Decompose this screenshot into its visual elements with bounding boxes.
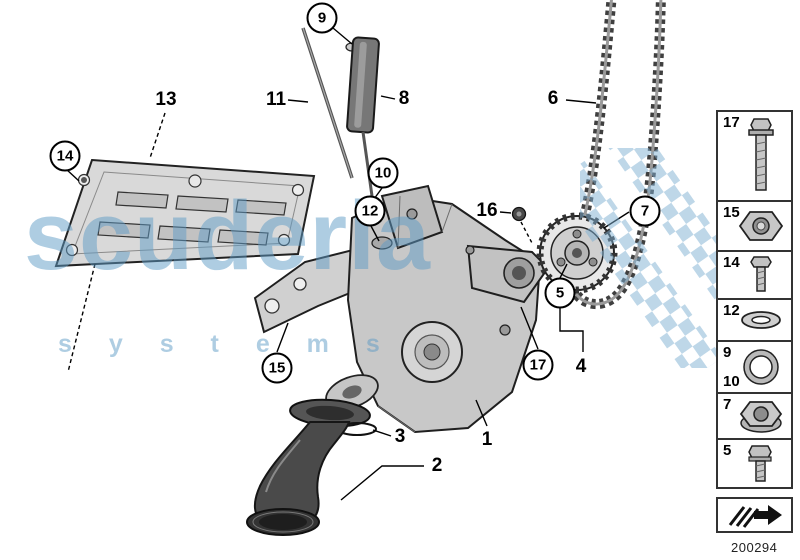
- screw-small-icon: [749, 256, 772, 292]
- callout-2[interactable]: 2: [431, 455, 443, 476]
- part-number-label: 9: [723, 344, 732, 361]
- sidebar-part-9-10[interactable]: 9 10: [718, 342, 791, 394]
- hex-nut-icon: [738, 211, 783, 241]
- leader-lines: [65, 27, 630, 501]
- flange-bolt-long-icon: [747, 118, 774, 191]
- callout-6[interactable]: 6: [547, 88, 559, 109]
- washer-icon: [740, 311, 781, 329]
- part-number-label: 10: [723, 373, 740, 390]
- bolt-and-sleeve-graphic: [301, 27, 381, 208]
- flange-nut-icon: [739, 401, 782, 433]
- sidebar-part-14[interactable]: 14: [718, 252, 791, 300]
- callout-4[interactable]: 4: [575, 356, 587, 377]
- part-number-label: 17: [723, 114, 740, 131]
- callout-7[interactable]: 7: [629, 195, 661, 227]
- sidebar-part-5[interactable]: 5: [718, 440, 791, 487]
- callout-10[interactable]: 10: [367, 157, 399, 189]
- callout-13[interactable]: 13: [155, 89, 177, 110]
- callout-3[interactable]: 3: [394, 426, 406, 447]
- o-ring-icon: [742, 349, 779, 385]
- callout-17[interactable]: 17: [522, 349, 554, 381]
- callout-16[interactable]: 16: [476, 200, 498, 221]
- diagram-number: 200294: [731, 540, 778, 555]
- callout-1[interactable]: 1: [481, 429, 493, 450]
- sidebar-part-17[interactable]: 17: [718, 112, 791, 202]
- part-number-label: 12: [723, 302, 740, 319]
- sidebar-part-12[interactable]: 12: [718, 300, 791, 342]
- callout-9[interactable]: 9: [306, 2, 338, 34]
- hex-bolt-icon: [747, 444, 772, 482]
- callout-14[interactable]: 14: [49, 140, 81, 172]
- next-page-arrow-icon: [728, 505, 782, 528]
- part-number-label: 7: [723, 396, 732, 413]
- callout-15[interactable]: 15: [261, 352, 293, 384]
- next-page-button[interactable]: [716, 497, 793, 533]
- grommet-graphic: [511, 206, 527, 222]
- part-number-label: 14: [723, 254, 740, 271]
- baffle-plate-graphic: [54, 158, 316, 268]
- callout-12[interactable]: 12: [354, 195, 386, 227]
- sidebar-part-7[interactable]: 7: [718, 394, 791, 440]
- sidebar-part-15[interactable]: 15: [718, 202, 791, 252]
- callout-5[interactable]: 5: [544, 277, 576, 309]
- parts-sidebar: 17 15 14: [716, 110, 793, 489]
- callout-11[interactable]: 11: [265, 89, 287, 110]
- intake-pipe-graphic: [246, 398, 377, 536]
- part-number-label: 5: [723, 442, 732, 459]
- part-number-label: 15: [723, 204, 740, 221]
- callout-8[interactable]: 8: [398, 88, 410, 109]
- pump-housing-graphic: [253, 184, 550, 434]
